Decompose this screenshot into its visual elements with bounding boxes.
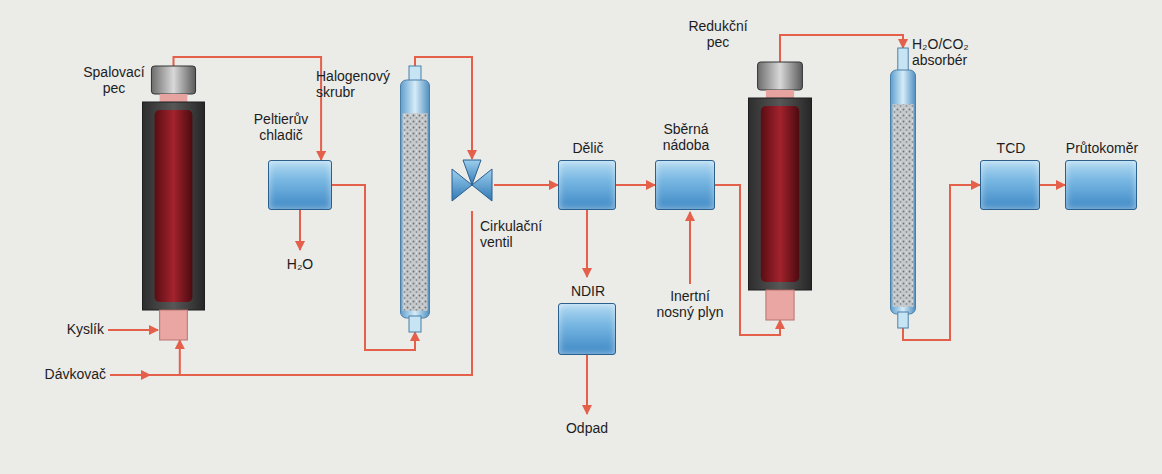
output-label: H₂O [280, 256, 320, 272]
absorber-column: H₂O/CO₂ absorbér [890, 48, 916, 328]
cooler-box: Peltierův chladič [268, 160, 332, 210]
component-label: Sběrná nádoba [641, 121, 731, 154]
valve-symbol: Cirkulační ventil [450, 159, 494, 211]
detector-box: TCD [980, 160, 1040, 210]
component-label: NDIR [549, 283, 627, 299]
scrubber-column: Halogenový skrubr [400, 66, 430, 332]
flow-line [1040, 184, 1065, 186]
splitter-box: Dělič [558, 160, 616, 210]
flow-line [616, 184, 655, 186]
component-label: Průtokoměr [1054, 140, 1150, 156]
flow-line [494, 184, 558, 186]
component-label: Peltierův chladič [245, 111, 317, 144]
input-label: Kyslík [40, 321, 104, 337]
flow-line [586, 210, 588, 277]
combustion-furnace: Spalovací pec [142, 66, 205, 340]
input-label: Inertní nosný plyn [650, 288, 730, 321]
component-label: Spalovací pec [78, 64, 150, 97]
flowmeter-box: Průtokoměr [1065, 160, 1137, 210]
component-label: Cirkulační ventil [480, 218, 564, 251]
component-label: Redukční pec [682, 18, 754, 51]
component-label: H₂O/CO₂ absorbér [912, 36, 996, 69]
flow-line [780, 35, 903, 62]
component-label: Dělič [549, 140, 627, 156]
detector-box: NDIR [558, 303, 616, 355]
component-label: TCD [973, 140, 1049, 156]
vessel-box: Sběrná nádoba [655, 160, 715, 210]
reduction-furnace: Redukční pec [748, 62, 812, 320]
input-label: Dávkovač [20, 366, 106, 382]
component-label: Halogenový skrubr [316, 68, 400, 101]
output-label: Odpad [552, 420, 622, 436]
